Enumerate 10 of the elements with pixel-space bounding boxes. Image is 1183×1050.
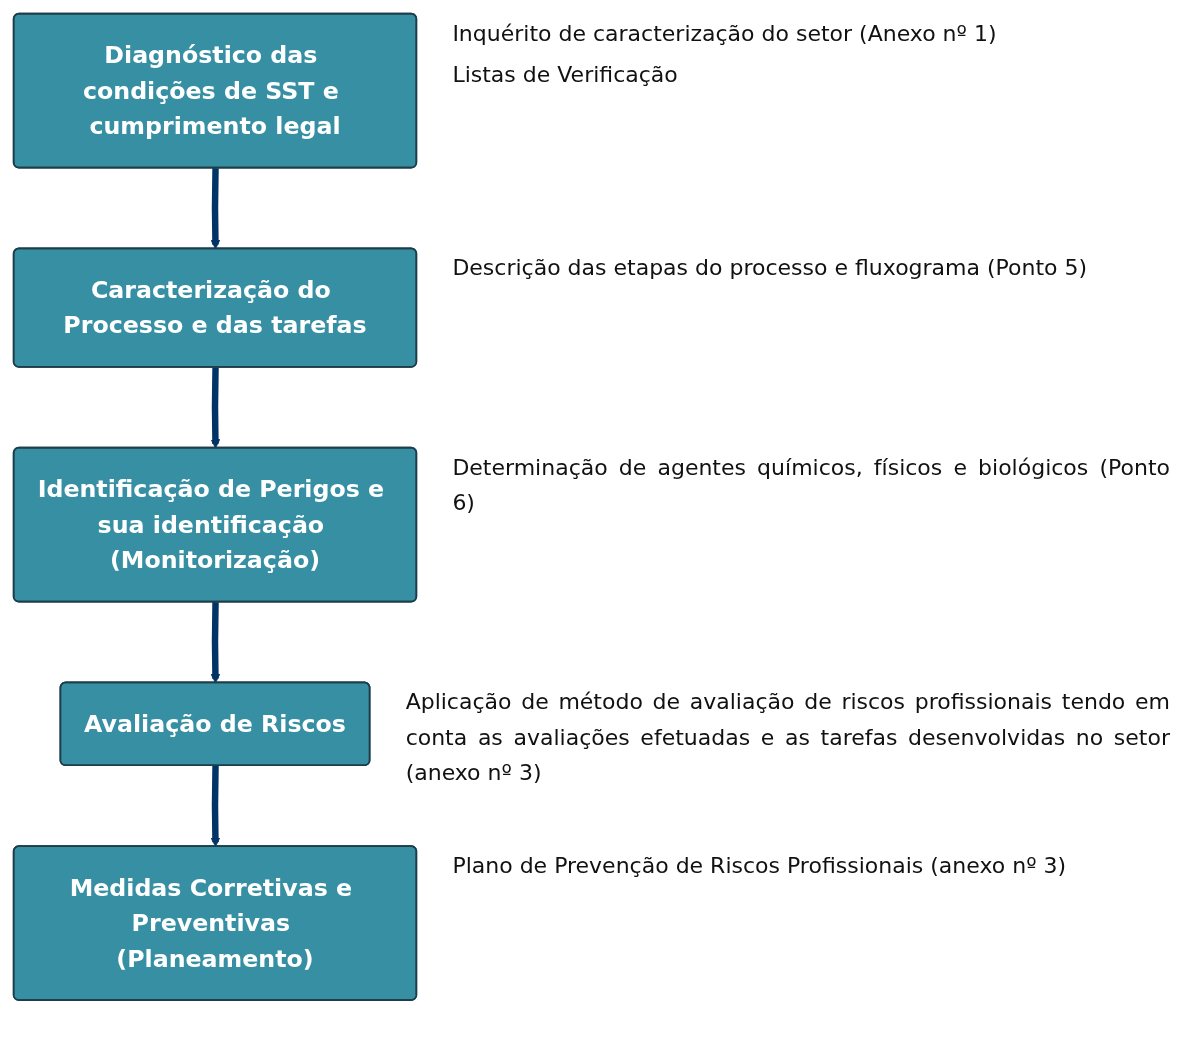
arrow <box>210 367 221 449</box>
annotation-text: Determinação de agentes químicos, físicos e biológicos (Ponto 6) <box>452 453 1170 517</box>
annotation-text: Descrição das etapas do processo e fluxograma (Ponto 5) <box>452 254 1089 283</box>
annotation-text: Listas de Verificação <box>452 60 679 89</box>
arrow <box>210 765 221 848</box>
arrow <box>210 602 221 684</box>
annotation-text: Aplicação de método de avaliação de riscos profissionais tendo em conta as avaliações efetuadas e as tarefas desenvolvidas no setor (anexo nº 3) <box>405 688 1170 787</box>
annotation-text: Plano de Prevenção de Riscos Profissionais (anexo nº 3) <box>452 852 1068 881</box>
annotation-text: Inquérito de caracterização do setor (Anexo nº 1) <box>452 19 998 48</box>
arrow <box>210 168 221 250</box>
